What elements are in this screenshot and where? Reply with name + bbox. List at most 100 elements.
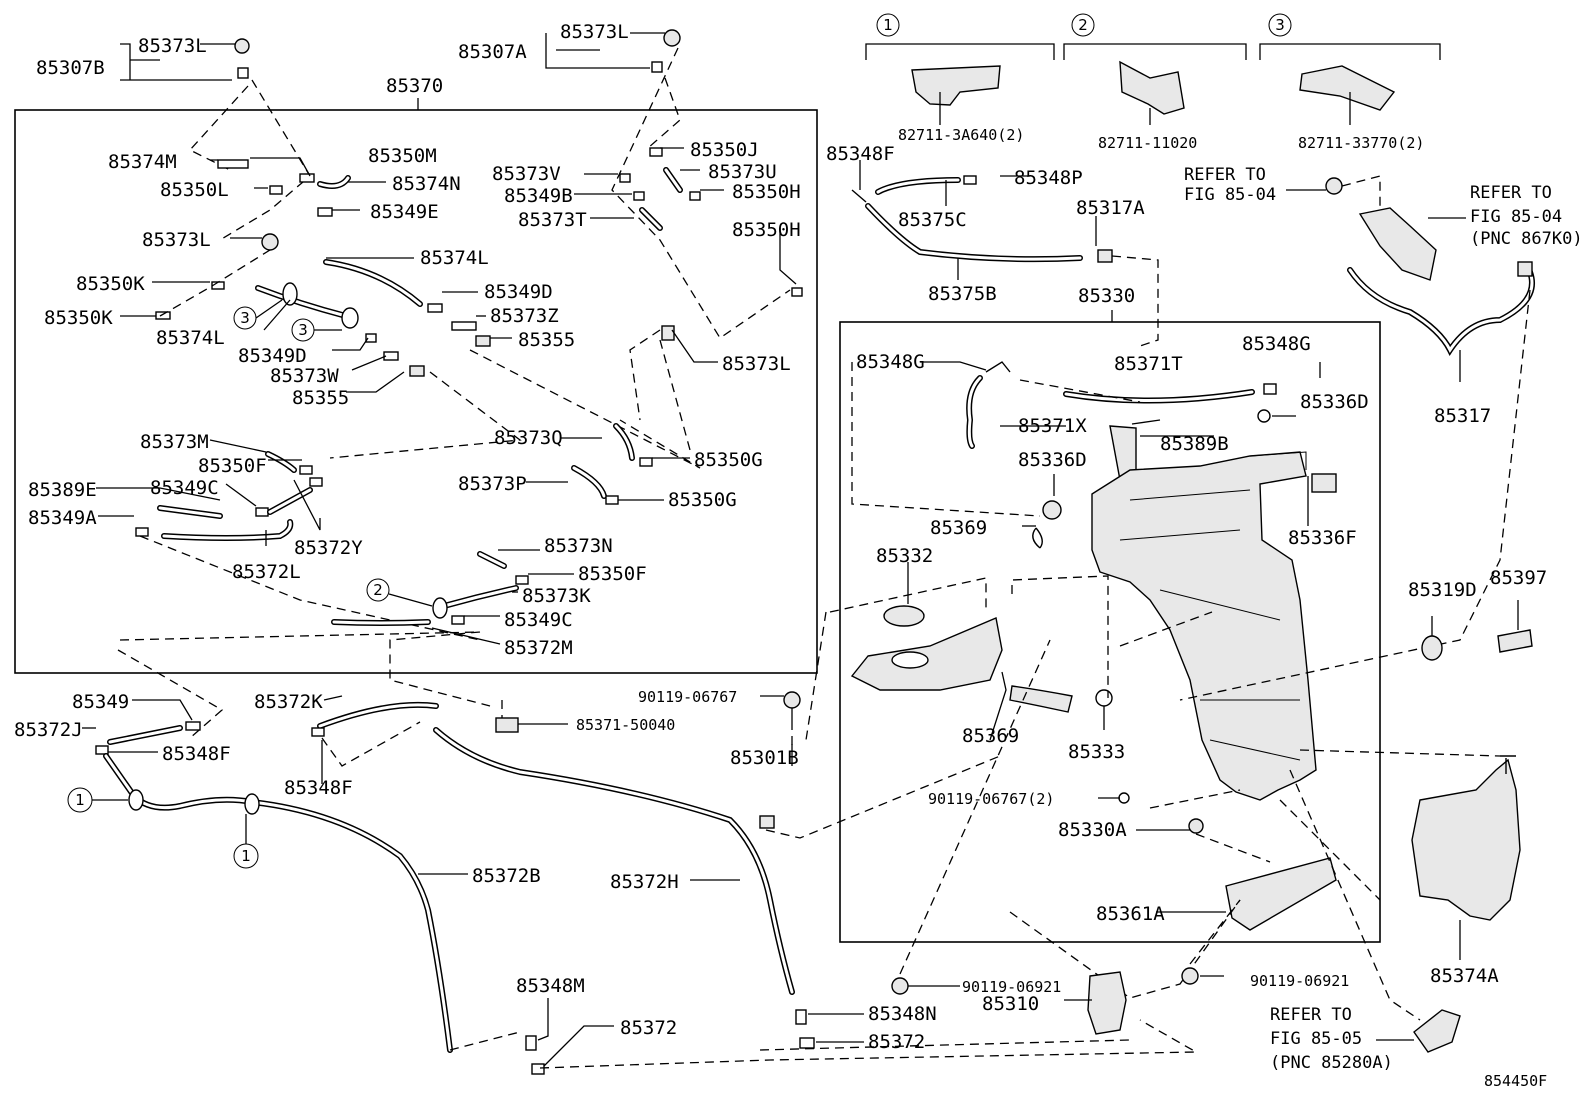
ref-fig-85-04-b-line3: (PNC 867K0) xyxy=(1470,229,1583,249)
label-85361A: 85361A xyxy=(1096,903,1165,925)
label-85373N: 85373N xyxy=(544,535,613,557)
label-85317: 85317 xyxy=(1434,405,1491,427)
group-3-header: 3 82711-33770(2) xyxy=(1259,13,1441,152)
label-85373T: 85373T xyxy=(518,209,587,231)
label-85373Z: 85373Z xyxy=(490,305,559,327)
label-85350J: 85350J xyxy=(690,139,759,161)
label-90119-06921: 90119-06921 xyxy=(1250,972,1349,990)
label-85348F: 85348F xyxy=(284,777,353,799)
label-85389B: 85389B xyxy=(1160,433,1229,455)
ref-fig-85-04-a-line2: FIG 85-04 xyxy=(1184,185,1276,205)
label-85350H: 85350H xyxy=(732,219,801,241)
label-85307B: 85307B xyxy=(36,57,105,79)
label-85372Y: 85372Y xyxy=(294,537,363,559)
label-85350M: 85350M xyxy=(368,145,437,167)
svg-text:1: 1 xyxy=(883,16,893,34)
label-85348F: 85348F xyxy=(162,743,231,765)
ref-fig-85-05-line3: (PNC 85280A) xyxy=(1270,1053,1393,1073)
svg-text:3: 3 xyxy=(1275,16,1285,34)
label-85332: 85332 xyxy=(876,545,933,567)
label-85333: 85333 xyxy=(1068,741,1125,763)
assembly-box-85330 xyxy=(839,321,1381,943)
label-85374L: 85374L xyxy=(156,327,225,349)
label-85349A: 85349A xyxy=(28,507,97,529)
label-85319D: 85319D xyxy=(1408,579,1477,601)
label-85350G: 85350G xyxy=(668,489,737,511)
svg-text:3: 3 xyxy=(298,321,308,339)
label-85317A: 85317A xyxy=(1076,197,1145,219)
ref-fig-85-04-b-line1: REFER TO xyxy=(1470,183,1552,203)
label-85371X: 85371X xyxy=(1018,415,1087,437)
label-85369: 85369 xyxy=(962,725,1019,747)
bracket-85361A xyxy=(1225,857,1337,931)
figure-code: 854450F xyxy=(1484,1072,1547,1090)
label-85349D: 85349D xyxy=(238,345,307,367)
callout-1a: 1 xyxy=(67,787,128,813)
label-85330: 85330 xyxy=(1078,285,1135,307)
label-85350F: 85350F xyxy=(198,455,267,477)
part-labels: 85307B 85373L 85307A 85373L 85370 85374M… xyxy=(14,21,1583,1090)
filler-housing xyxy=(850,617,1003,691)
label-85373L: 85373L xyxy=(560,21,629,43)
label-85349C: 85349C xyxy=(150,477,219,499)
label-85371-50040: 85371-50040 xyxy=(576,716,675,734)
label-90119-06921: 90119-06921 xyxy=(962,978,1061,996)
label-85375C: 85375C xyxy=(898,209,967,231)
label-85372J: 85372J xyxy=(14,719,83,741)
svg-text:3: 3 xyxy=(240,309,250,327)
label-85373W: 85373W xyxy=(270,365,339,387)
label-85348F: 85348F xyxy=(826,143,895,165)
group-2-part: 82711-11020 xyxy=(1098,134,1197,152)
label-85350K: 85350K xyxy=(44,307,113,329)
label-85372K: 85372K xyxy=(254,691,323,713)
label-85355: 85355 xyxy=(518,329,575,351)
label-85372B: 85372B xyxy=(472,865,541,887)
label-85373K: 85373K xyxy=(522,585,591,607)
callout-2: 2 xyxy=(366,578,433,607)
label-85350L: 85350L xyxy=(160,179,229,201)
label-85349D: 85349D xyxy=(484,281,553,303)
label-85374A: 85374A xyxy=(1430,965,1499,987)
group-2-header: 2 82711-11020 xyxy=(1063,13,1247,152)
label-85350H: 85350H xyxy=(732,181,801,203)
label-85301B: 85301B xyxy=(730,747,799,769)
label-85373L: 85373L xyxy=(138,35,207,57)
label-85373Q: 85373Q xyxy=(494,427,563,449)
label-85373L: 85373L xyxy=(722,353,791,375)
label-85375B: 85375B xyxy=(928,283,997,305)
group-1-part: 82711-3A640(2) xyxy=(898,126,1024,144)
label-85350F: 85350F xyxy=(578,563,647,585)
label-85307A: 85307A xyxy=(458,41,527,63)
label-85372H: 85372H xyxy=(610,871,679,893)
label-85373P: 85373P xyxy=(458,473,527,495)
callout-1b: 1 xyxy=(233,814,259,869)
ref-fig-85-05-line1: REFER TO xyxy=(1270,1005,1352,1025)
label-85336D: 85336D xyxy=(1300,391,1369,413)
label-90119-06767: 90119-06767 xyxy=(638,688,737,706)
label-85373V: 85373V xyxy=(492,163,561,185)
assembly-box-85370 xyxy=(14,109,818,674)
label-85336F: 85336F xyxy=(1288,527,1357,549)
label-85336D: 85336D xyxy=(1018,449,1087,471)
group-3-part: 82711-33770(2) xyxy=(1298,134,1424,152)
label-85397: 85397 xyxy=(1490,567,1547,589)
label-85349E: 85349E xyxy=(370,201,439,223)
svg-text:1: 1 xyxy=(241,847,251,865)
label-85348G: 85348G xyxy=(1242,333,1311,355)
label-85374N: 85374N xyxy=(392,173,461,195)
reservoir-tank-85374A xyxy=(1411,758,1521,921)
label-85373M: 85373M xyxy=(140,431,209,453)
ref-fig-85-04-b-line2: FIG 85-04 xyxy=(1470,207,1562,227)
label-85348M: 85348M xyxy=(516,975,585,997)
label-85310: 85310 xyxy=(982,993,1039,1015)
label-85355: 85355 xyxy=(292,387,349,409)
callout-3a: 3 xyxy=(233,299,283,330)
reservoir-upper-body xyxy=(1091,451,1317,801)
label-85373L: 85373L xyxy=(142,229,211,251)
label-85371T: 85371T xyxy=(1114,353,1183,375)
callout-3b: 3 xyxy=(291,318,342,342)
label-85348N: 85348N xyxy=(868,1003,937,1025)
svg-text:1: 1 xyxy=(75,791,85,809)
label-85349C: 85349C xyxy=(504,609,573,631)
label-85348G: 85348G xyxy=(856,351,925,373)
